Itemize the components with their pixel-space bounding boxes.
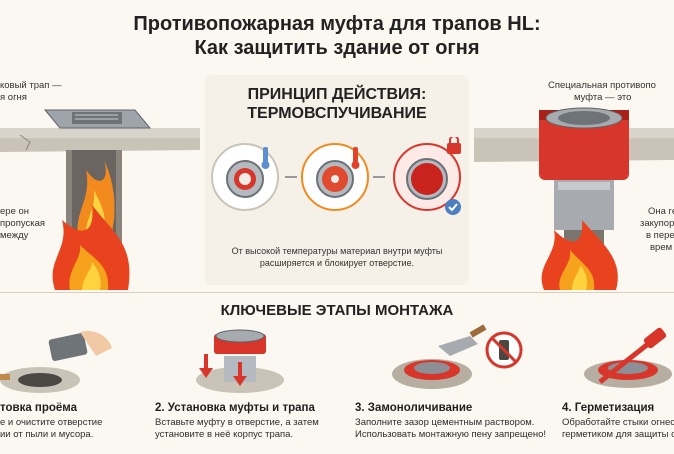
- stage-sealed-icon: [393, 137, 461, 215]
- step-4-line-2: герметиком для защиты от: [562, 429, 674, 440]
- stage-cold-icon: [211, 143, 279, 211]
- step-1-line-2: ии от пыли и мусора.: [0, 429, 94, 440]
- step-2: 2. Установка муфты и трапа Вставьте муфт…: [155, 402, 335, 441]
- principle-caption-line-2: расширяется и блокирует отверстие.: [259, 258, 415, 268]
- step-4: 4. Герметизация Обработайте стыки огнест…: [562, 402, 674, 441]
- page-title: Противопожарная муфта для трапов HL: Как…: [0, 12, 674, 60]
- title-line-2: Как защитить здание от огня: [194, 37, 480, 59]
- principle-stages: [211, 137, 461, 215]
- right-illustration: [474, 70, 674, 290]
- step-3-title: 3. Замоноличивание: [355, 402, 473, 414]
- step-2-insert-sleeve-icon: [196, 329, 284, 393]
- steps-heading: КЛЮЧЕВЫЕ ЭТАПЫ МОНТАЖА: [220, 302, 454, 319]
- step-1-title: товка проёма: [0, 402, 78, 414]
- step-4-line-1: Обработайте стыки огнесто: [562, 417, 674, 428]
- steps-illustration-row: [0, 324, 672, 393]
- step-1: товка проёма е и очистите отверстие ии о…: [0, 402, 150, 441]
- left-side-line-3: между: [0, 230, 29, 241]
- step-3: 3. Замоноличивание Заполните зазор цемен…: [355, 402, 555, 441]
- left-top-text: ковый трап — я огня: [0, 80, 62, 104]
- principle-heading-line-1: ПРИНЦИП ДЕЙСТВИЯ:: [247, 86, 427, 103]
- right-top-text: Специальная противопо муфта — это: [548, 80, 674, 104]
- left-illustration: [0, 70, 200, 290]
- title-line-1: Противопожарная муфта для трапов HL:: [133, 13, 541, 35]
- step-1-cleaning-icon: [0, 330, 112, 393]
- step-3-concreting-icon: [392, 324, 523, 389]
- step-4-sealing-icon: [584, 327, 672, 388]
- step-3-line-2: Использовать монтажную пену запрещено!: [355, 429, 547, 440]
- right-side-line-2: закупорив: [640, 218, 674, 229]
- right-top-line-2: муфта — это: [574, 92, 632, 103]
- left-top-line-1: ковый трап —: [0, 80, 62, 91]
- right-side-text: Она ге закупорив в пере врем: [640, 206, 674, 254]
- principle-caption-line-1: От высокой температуры материал внутри м…: [231, 246, 443, 256]
- left-top-line-2: я огня: [0, 92, 27, 103]
- left-side-line-1: ере он: [0, 206, 30, 217]
- left-side-line-2: пропуская: [0, 218, 46, 229]
- principle-panel: ПРИНЦИП ДЕЙСТВИЯ: ТЕРМОВСПУЧИВАНИЕ: [205, 75, 469, 285]
- right-side-line-4: врем: [650, 242, 673, 253]
- principle-caption: От высокой температуры материал внутри м…: [205, 245, 469, 269]
- right-side-line-3: в пере: [646, 230, 674, 241]
- left-side-text: ере он пропуская между: [0, 206, 45, 242]
- principle-heading: ПРИНЦИП ДЕЙСТВИЯ: ТЕРМОВСПУЧИВАНИЕ: [205, 85, 469, 123]
- step-4-title: 4. Герметизация: [562, 402, 655, 414]
- right-side-line-1: Она ге: [648, 206, 674, 217]
- unprotected-drain-fire-illustration: [0, 109, 200, 290]
- steps-illustrations: [0, 322, 674, 398]
- step-2-title: 2. Установка муфты и трапа: [155, 402, 315, 414]
- step-2-line-1: Вставьте муфту в отверстие, а затем: [155, 417, 319, 428]
- stage-heating-icon: [301, 143, 369, 211]
- right-top-line-1: Специальная противопо: [548, 80, 656, 91]
- principle-heading-line-2: ТЕРМОВСПУЧИВАНИЕ: [247, 105, 427, 122]
- step-1-line-1: е и очистите отверстие: [0, 417, 103, 428]
- step-2-line-2: установите в неё корпус трапа.: [155, 429, 294, 440]
- section-divider: [0, 292, 674, 293]
- step-3-line-1: Заполните зазор цементным раствором.: [355, 417, 535, 428]
- protected-drain-illustration: [474, 107, 674, 290]
